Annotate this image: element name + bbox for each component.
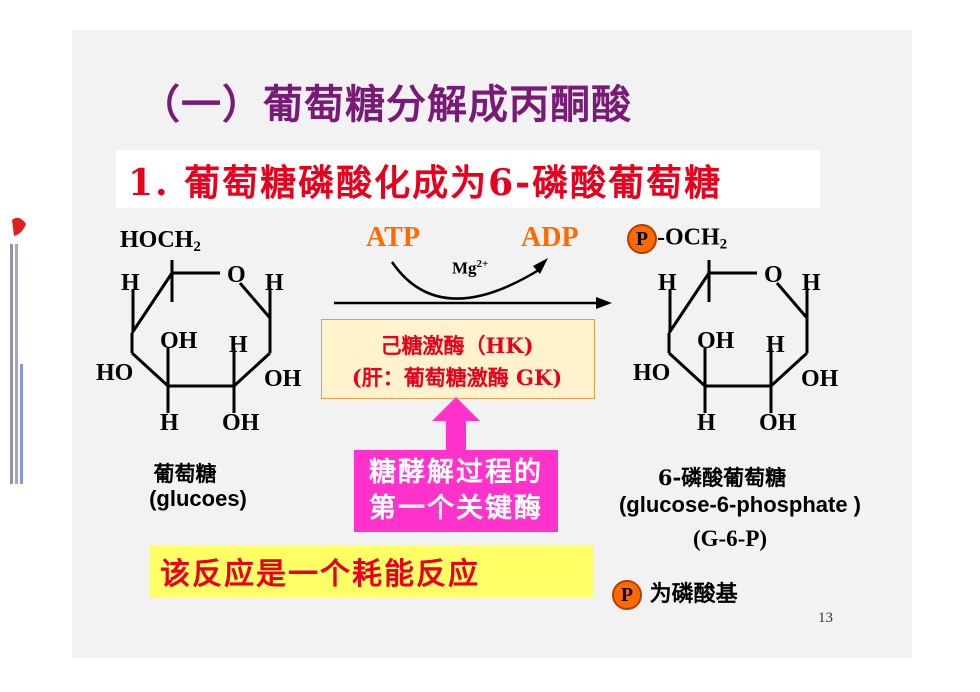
magnesium-cofactor: Mg2+: [452, 258, 489, 278]
phosphate-circle-icon: P: [627, 224, 657, 254]
key-enzyme-up-arrow: [432, 397, 480, 453]
glucose-ring-o: O: [227, 262, 246, 288]
glucose-h-right: H: [265, 270, 284, 296]
g6p-h-right: H: [802, 270, 821, 296]
glucose-name-en: (glucoes): [149, 486, 247, 511]
glucose-ho-left: HO: [96, 360, 134, 386]
g6p-name-en: (glucose-6-phosphate ): [618, 492, 861, 517]
reaction-arrow: [334, 258, 612, 309]
page-subtitle: 1. 葡萄糖磷酸化成为6-磷酸葡萄糖: [128, 162, 723, 204]
key-enzyme-line2: 第一个关键酶: [369, 493, 543, 524]
glucose-oh-bottom: OH: [222, 410, 260, 436]
glucose-h-bottom: H: [160, 410, 179, 436]
watermark-logo-icon: [10, 217, 26, 484]
atp-label: ATP: [366, 222, 420, 253]
g6p-phosphate-label: P-OCH2: [627, 224, 727, 254]
glucose-hoch2-label: HOCH2: [120, 227, 201, 255]
energy-note-box: [150, 545, 594, 597]
glucose-ring-structure: [130, 260, 272, 413]
g6p-h-bottom: H: [697, 410, 716, 436]
g6p-abbrev: (G-6-P): [692, 526, 768, 551]
g6p-oh-right: OH: [801, 366, 839, 392]
key-enzyme-line1: 糖酵解过程的: [369, 457, 543, 488]
glucose-h-left: H: [121, 270, 140, 296]
glucose-oh-right: OH: [264, 366, 302, 392]
g6p-h-mid: H: [766, 332, 785, 358]
g6p-ho-left: HO: [633, 360, 671, 386]
glucose-oh-mid: OH: [160, 328, 198, 354]
adp-label: ADP: [521, 222, 579, 253]
key-enzyme-box: [354, 450, 558, 532]
glucose-name-cn: 葡萄糖: [153, 461, 217, 486]
page-title: （一）葡萄糖分解成丙酮酸: [140, 82, 632, 128]
enzyme-glucokinase: (肝：葡萄糖激酶 GK): [351, 365, 563, 390]
g6p-oh-bottom: OH: [759, 410, 797, 436]
g6p-h-left: H: [658, 270, 677, 296]
enzyme-hexokinase: 己糖激酶（HK): [380, 333, 534, 358]
g6p-oh-mid: OH: [697, 328, 735, 354]
subtitle-box: [116, 150, 820, 208]
g6p-name-cn: 6-磷酸葡萄糖: [657, 465, 787, 490]
phosphate-legend-icon: P: [612, 580, 642, 610]
glucose-h-mid: H: [229, 332, 248, 358]
page-number: 13: [818, 610, 833, 626]
energy-consuming-note: 该反应是一个耗能反应: [160, 557, 480, 592]
phosphate-legend: P 为磷酸基: [612, 576, 738, 610]
phosphate-legend-text: 为磷酸基: [649, 581, 738, 607]
enzyme-box: [321, 319, 595, 399]
g6p-ring-structure: [667, 260, 809, 413]
g6p-ring-o: O: [764, 262, 783, 288]
